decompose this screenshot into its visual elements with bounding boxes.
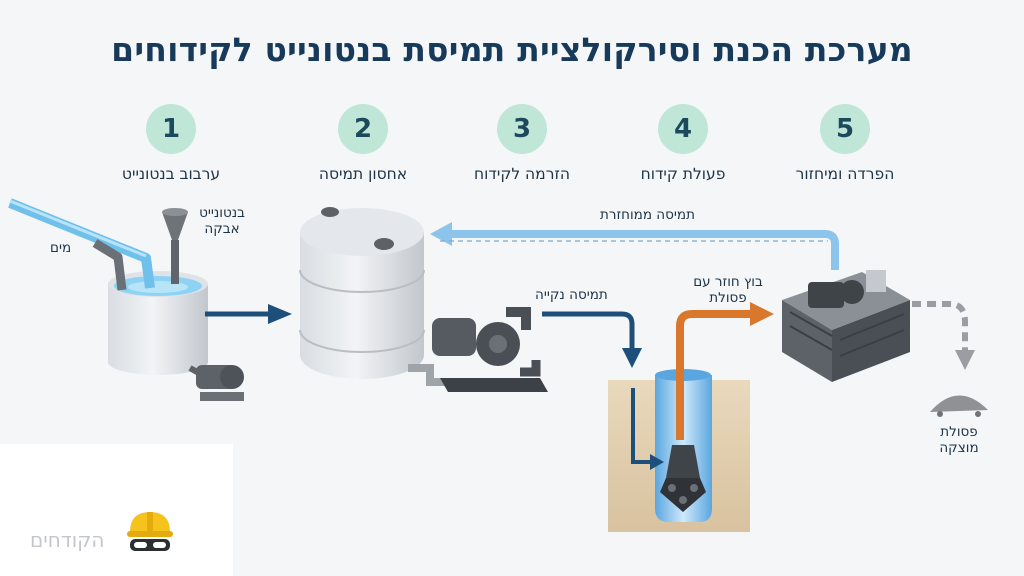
return-pipe-small	[92, 239, 127, 291]
bentonite-hopper	[162, 208, 188, 284]
step-5: 5 הפרדה ומיחזור	[765, 104, 925, 183]
water-label: מים	[50, 240, 72, 256]
mixing-tank	[108, 271, 208, 375]
step-number: 4	[658, 104, 708, 154]
step-number: 5	[820, 104, 870, 154]
step-label: פעולת קידוח	[640, 165, 726, 183]
step-number: 2	[338, 104, 388, 154]
step-2: 2 אחסון תמיסה	[283, 104, 443, 183]
arrow-to-waste	[912, 301, 975, 370]
storage-tank	[299, 207, 425, 379]
solid-waste-label: פסולת מוצקה	[924, 424, 994, 456]
arrow-return-mud	[676, 302, 774, 440]
step-4: 4 פעולת קידוח	[603, 104, 763, 183]
step-label: הפרדה ומיחזור	[795, 165, 895, 183]
step-1: 1 ערבוב בנטונייט	[91, 104, 251, 183]
return-mud-label-line1: בוץ חוזר עם	[693, 274, 763, 290]
bentonite-powder-label: בנטונייט אבקה	[182, 205, 262, 237]
step-number: 1	[146, 104, 196, 154]
recycled-slurry-label: תמיסה ממוחזרת	[600, 207, 695, 223]
solid-waste-label-line1: פסולת	[940, 424, 978, 440]
step-label: ערבוב בנטונייט	[121, 165, 221, 183]
step-label: אחסון תמיסה	[318, 165, 408, 183]
return-mud-label: בוץ חוזר עם פסולת	[680, 274, 776, 306]
step-number: 3	[497, 104, 547, 154]
clean-slurry-label: תמיסה נקייה	[535, 287, 608, 303]
arrow-clean-slurry	[542, 311, 664, 470]
page-title: מערכת הכנת וסירקולציית תמיסת בנטונייט לק…	[111, 30, 913, 69]
step-label: הזרמה לקידוח	[474, 165, 570, 183]
logo-text: הקודחים	[30, 528, 105, 552]
bentonite-powder-label-line1: בנטונייט	[199, 205, 245, 221]
arrow-recycled-slurry	[430, 222, 839, 270]
separation-machine	[782, 270, 910, 382]
slurry-pump	[408, 307, 548, 392]
mixer-pump	[188, 365, 244, 401]
bentonite-powder-label-line2: אבקה	[204, 221, 240, 237]
drill-bit	[660, 445, 706, 512]
hard-hat-goggles-icon	[127, 512, 173, 551]
arrow-mixer-to-storage	[205, 304, 292, 324]
step-3: 3 הזרמה לקידוח	[442, 104, 602, 183]
solid-waste-pile	[930, 395, 988, 417]
logo-panel	[0, 444, 233, 576]
solid-waste-label-line2: מוצקה	[939, 440, 979, 456]
water-inlet-pipe	[8, 198, 155, 289]
return-mud-label-line2: פסולת	[709, 290, 747, 306]
